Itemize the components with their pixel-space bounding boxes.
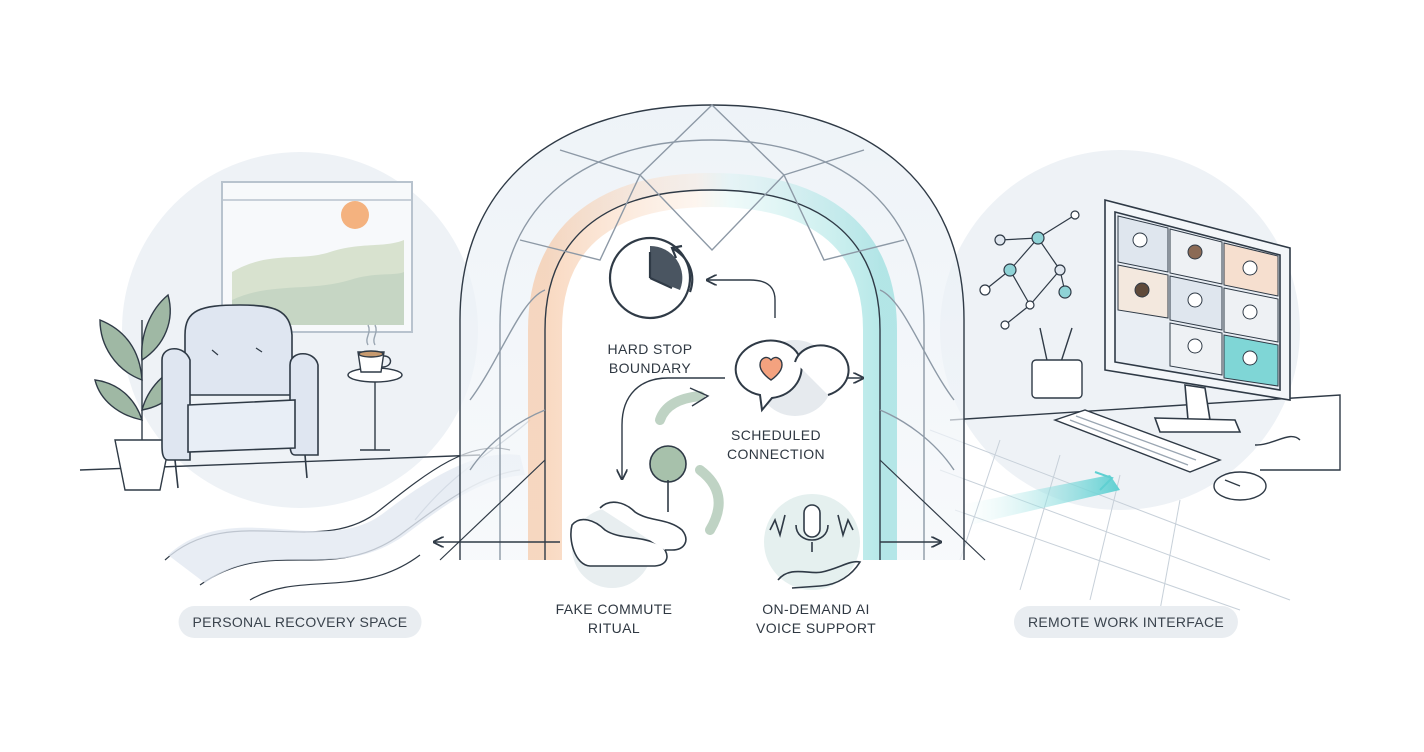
fake-commute-ritual-label: FAKE COMMUTE RITUAL (556, 600, 673, 638)
hard-stop-line2: BOUNDARY (608, 360, 692, 376)
keyboard-icon (1052, 409, 1222, 473)
chat-heart-icon (734, 339, 850, 416)
scheduled-connection-label: SCHEDULED CONNECTION (727, 426, 825, 464)
sun-icon (341, 201, 369, 229)
voice-support-label: ON-DEMAND AI VOICE SUPPORT (756, 600, 876, 638)
personal-recovery-space-pill: PERSONAL RECOVERY SPACE (178, 606, 422, 638)
glass-arch (439, 104, 986, 561)
microphone-hand-icon (764, 494, 862, 590)
mouse-icon (1213, 435, 1301, 501)
monitor-icon (1104, 198, 1291, 433)
scheduled-line2: CONNECTION (726, 446, 826, 462)
commute-line2: RITUAL (587, 620, 641, 636)
voice-line2: VOICE SUPPORT (755, 620, 877, 636)
commute-line1: FAKE COMMUTE (555, 601, 673, 617)
tree-icon (649, 445, 687, 512)
commute-loop (655, 391, 724, 535)
voice-line1: ON-DEMAND AI (762, 601, 870, 617)
network-icon (979, 210, 1080, 330)
coffee-cup-icon (357, 324, 392, 373)
plant-icon (94, 293, 186, 491)
hard-stop-line1: HARD STOP (607, 341, 693, 357)
remote-work-scene (929, 150, 1341, 611)
hard-stop-boundary-label: HARD STOP BOUNDARY (607, 340, 692, 378)
pencil-cup-icon (1031, 327, 1083, 399)
armchair-icon (161, 304, 319, 489)
remote-work-interface-pill: REMOTE WORK INTERFACE (1013, 606, 1239, 638)
personal-recovery-scene (79, 152, 531, 601)
grid-floor (929, 429, 1291, 611)
sneakers-icon (570, 501, 687, 588)
scheduled-line1: SCHEDULED (731, 427, 821, 443)
clock-icon (608, 236, 694, 320)
